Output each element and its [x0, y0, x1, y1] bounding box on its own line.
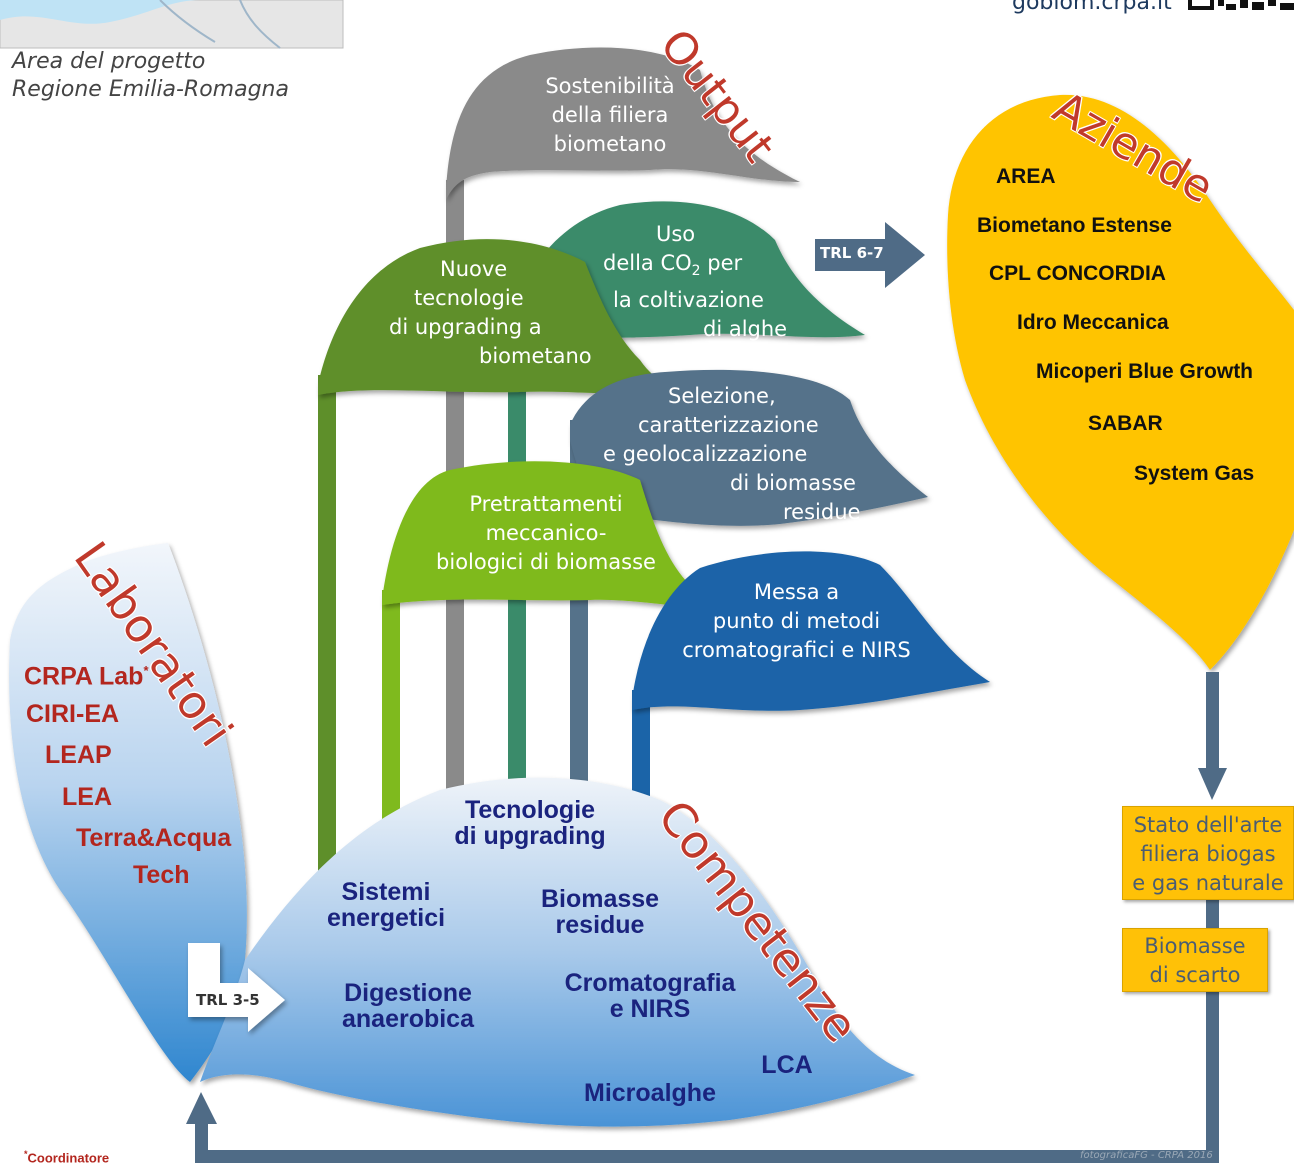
return-arrow-head [186, 1092, 217, 1124]
trl-high-label: TRL 6-7 [820, 244, 884, 262]
lab-item: LEA [62, 783, 112, 811]
pole-messa [632, 690, 650, 820]
flag-selezione-text: Selezione, caratterizzazione e geolocali… [603, 384, 861, 524]
flag-messa [632, 551, 990, 711]
competenza-microalghe: Microalghe [584, 1079, 716, 1107]
flag-nuove [318, 239, 680, 395]
flag-uso-text: Uso della CO2 per la coltivazione di alg… [603, 222, 788, 342]
azienda-item: AREA [996, 165, 1056, 188]
flag-nuove-text: Nuove tecnologie di upgrading a biometan… [389, 257, 592, 368]
pole-pretrattamenti [382, 590, 400, 850]
footnote: *Coordinatore [24, 1149, 110, 1165]
flag-pretrattamenti [382, 461, 735, 608]
flag-sostenibilita-text: Sostenibilità della filiera biometano [545, 74, 675, 156]
trl-high-arrow [815, 222, 925, 288]
pole-nuove [318, 375, 336, 880]
azienda-item: CPL CONCORDIA [989, 262, 1166, 285]
feedback-loop [186, 672, 1227, 1163]
azienda-item: Micoperi Blue Growth [1036, 360, 1254, 383]
flag-selezione [570, 369, 928, 526]
competenza-lca: LCA [761, 1051, 813, 1079]
azienda-item: System Gas [1134, 462, 1255, 485]
map-caption: Area del progetto Regione Emilia-Romagna [12, 48, 289, 104]
map-thumbnail [0, 0, 344, 49]
trl-low-label: TRL 3-5 [196, 991, 260, 1009]
competenze-blob [200, 777, 915, 1127]
lab-item: LEAP [45, 741, 112, 769]
flag-messa-text: Messa a punto di metodi cromatografici e… [682, 580, 911, 662]
azienda-item: SABAR [1088, 412, 1163, 435]
map-caption-line1: Area del progetto [12, 49, 206, 74]
lab-item-crpa: CRPA Lab* [24, 662, 149, 691]
lab-item: Tech [133, 861, 190, 889]
image-credit: fotograficaFG - CRPA 2016 [1080, 1150, 1213, 1161]
trl-low-arrow [188, 943, 285, 1032]
lab-item: CIRI-EA [26, 700, 120, 728]
laboratori-leaf [9, 543, 247, 1082]
azienda-item: Idro Meccanica [1017, 311, 1169, 334]
flag-sostenibilita [446, 47, 800, 201]
lab-item: Terra&Acqua [76, 824, 232, 852]
flag-pretrattamenti-text: Pretrattamenti meccanico- biologici di b… [436, 492, 656, 574]
map-caption-line2: Regione Emilia-Romagna [12, 77, 289, 102]
qr-code-icon [1188, 0, 1294, 10]
project-url[interactable]: gobiom.crpa.it [1012, 0, 1172, 15]
azienda-item: Biometano Estense [977, 214, 1172, 237]
aziende-leaf [947, 94, 1294, 670]
